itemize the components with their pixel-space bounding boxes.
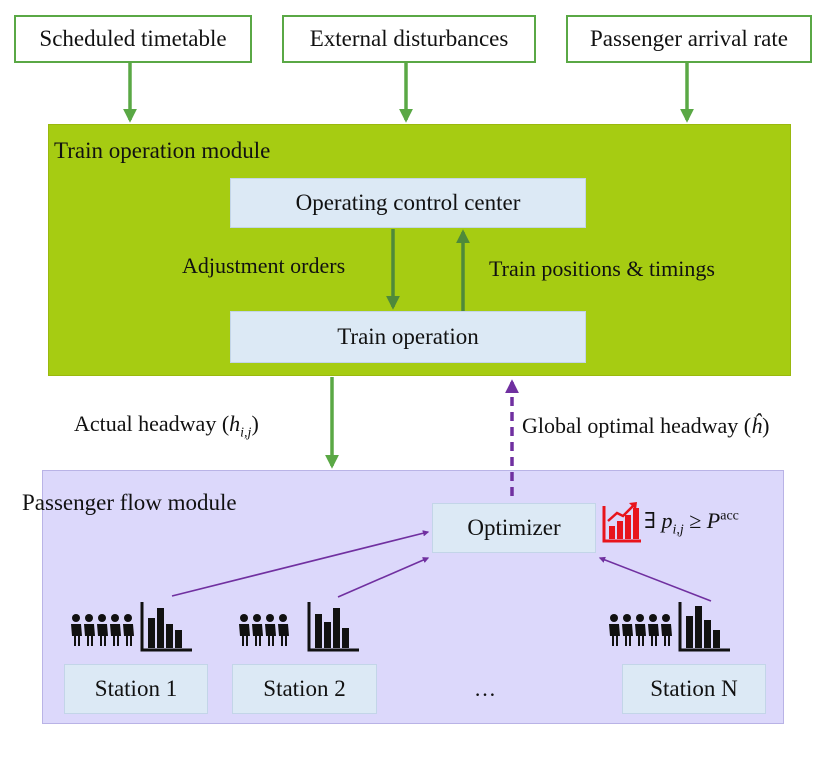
station-1-box: Station 1: [64, 664, 208, 714]
bar-chart-icon: [140, 602, 192, 652]
actual-headway-text: Actual headway (: [74, 411, 230, 436]
passenger-flow-module-title: Passenger flow module: [22, 490, 237, 515]
actual-headway-close: ): [251, 411, 259, 436]
global-optimal-headway-variable: ĥ: [751, 413, 763, 438]
condition-variable: p: [661, 508, 673, 533]
bar-chart-icon: [678, 602, 730, 652]
people-group-icon: [609, 614, 672, 646]
station-1-to-optimizer-arrow: [171, 530, 430, 597]
train-operation-box: Train operation: [230, 311, 586, 363]
optimizer-label: Optimizer: [467, 515, 561, 540]
station-2-box: Station 2: [232, 664, 377, 714]
global-optimal-headway-label: Global optimal headway (ĥ): [522, 413, 769, 439]
input-scheduled-timetable: Scheduled timetable: [14, 15, 252, 63]
station-n-box: Station N: [622, 664, 766, 714]
actual-headway-subscript: i,j: [240, 425, 252, 441]
condition-subscript: i,j: [672, 522, 684, 538]
adjustment-orders-label: Adjustment orders: [182, 253, 346, 278]
acceptance-condition: ∃ pi,j ≥ Pacc: [644, 508, 739, 538]
people-group-icon: [71, 614, 134, 646]
global-optimal-headway-close: ): [762, 413, 770, 438]
people-group-icon: [239, 614, 289, 646]
train-operation-label: Train operation: [337, 324, 479, 349]
station-n-label: Station N: [650, 676, 738, 701]
train-positions-timings-label: Train positions & timings: [489, 256, 715, 281]
station-1-label: Station 1: [94, 676, 178, 701]
bar-chart-icon: [307, 602, 359, 652]
actual-headway-variable: h: [229, 411, 241, 436]
train-operation-module-title: Train operation module: [54, 138, 271, 163]
input-external-disturbances: External disturbances: [282, 15, 536, 63]
rising-chart-alert-icon: [602, 502, 641, 543]
input-passenger-arrival-rate: Passenger arrival rate: [566, 15, 812, 63]
optimizer-box: Optimizer: [432, 503, 596, 553]
station-2-to-optimizer-arrow: [337, 557, 430, 598]
condition-bound: P: [706, 508, 721, 533]
condition-geq: ≥: [683, 508, 707, 533]
actual-headway-label: Actual headway (hi,j): [74, 411, 259, 441]
global-optimal-headway-text: Global optimal headway (: [522, 413, 752, 438]
operating-control-center-box: Operating control center: [230, 178, 586, 228]
station-n-to-optimizer-arrow: [598, 556, 712, 602]
input-external-disturbances-label: External disturbances: [309, 26, 509, 51]
condition-exists: ∃: [644, 508, 662, 533]
stations-ellipsis: …: [474, 676, 496, 701]
station-2-label: Station 2: [263, 676, 346, 701]
input-passenger-arrival-rate-label: Passenger arrival rate: [590, 26, 788, 51]
input-scheduled-timetable-label: Scheduled timetable: [39, 26, 227, 51]
condition-superscript: acc: [720, 508, 739, 524]
operating-control-center-label: Operating control center: [295, 190, 521, 215]
